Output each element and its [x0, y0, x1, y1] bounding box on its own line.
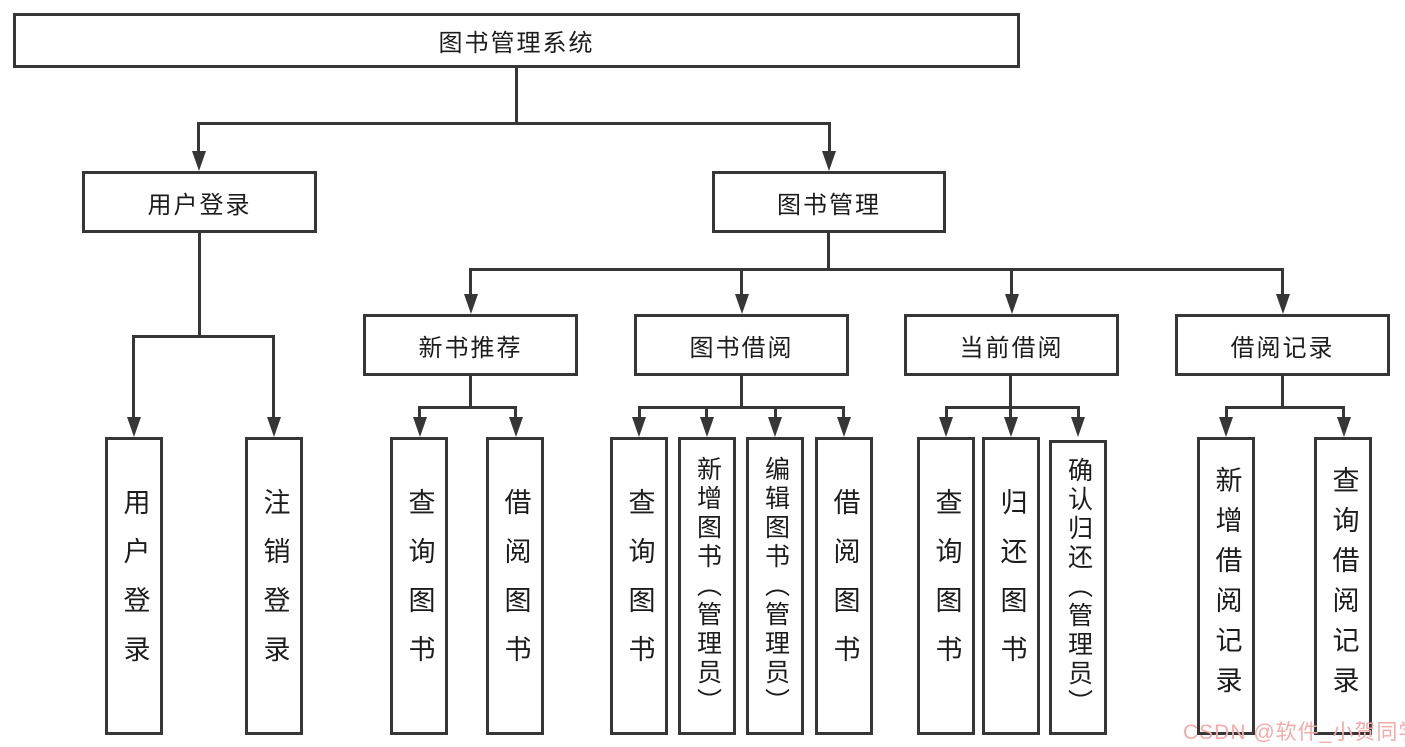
- leaf-return-books-label: 归还图书: [996, 488, 1027, 684]
- arrow-down-icon: [1071, 417, 1085, 437]
- connector-bookmgmt-hline: [469, 268, 1282, 271]
- connector-bookmgmt-shaft: [1281, 268, 1284, 296]
- connector-root-right-shaft: [828, 122, 831, 155]
- connector-current-shaft: [1077, 406, 1080, 419]
- arrow-down-icon: [939, 417, 953, 437]
- leaf-user-login-label: 用户登录: [119, 488, 150, 684]
- connector-userlogin-hline: [132, 335, 275, 338]
- node-root: 图书管理系统: [13, 13, 1020, 68]
- node-new-book-recommend-label: 新书推荐: [418, 334, 523, 362]
- arrow-down-icon: [700, 417, 714, 437]
- leaf-query-borrow-record: 查询借阅记录: [1314, 437, 1372, 735]
- leaf-add-book-admin-label: 新增图书（管理员）: [693, 455, 722, 717]
- leaf-borrow-books-1: 借阅图书: [486, 437, 544, 735]
- connector-bookmgmt-shaft: [469, 268, 472, 296]
- arrow-down-icon: [464, 294, 478, 314]
- connector-root-left-shaft: [197, 122, 200, 155]
- connector-records-shaft: [1225, 406, 1228, 419]
- node-borrow-records-label: 借阅记录: [1230, 334, 1335, 362]
- connector-recommend-hline: [418, 406, 517, 409]
- connector-borrow-shaft: [638, 406, 641, 419]
- node-current-borrow-label: 当前借阅: [959, 334, 1064, 362]
- node-book-management: 图书管理: [712, 171, 946, 233]
- node-root-label: 图书管理系统: [438, 30, 595, 57]
- arrow-down-icon: [1276, 294, 1290, 314]
- connector-root-hline: [197, 122, 831, 125]
- node-book-borrow: 图书借阅: [634, 314, 849, 376]
- connector-userlogin-vline: [198, 233, 201, 335]
- connector-bookmgmt-shaft: [1010, 268, 1013, 296]
- connector-borrow-shaft: [774, 406, 777, 419]
- leaf-add-borrow-record-label: 新增借阅记录: [1211, 466, 1242, 706]
- node-new-book-recommend: 新书推荐: [363, 314, 578, 376]
- connector-current-vline: [1009, 376, 1012, 406]
- leaf-add-borrow-record: 新增借阅记录: [1197, 437, 1255, 735]
- connector-records-shaft: [1342, 406, 1345, 419]
- arrow-down-icon: [1004, 417, 1018, 437]
- leaf-query-books-3-label: 查询图书: [931, 488, 962, 684]
- leaf-borrow-books-2-label: 借阅图书: [829, 488, 860, 684]
- connector-root-vline: [515, 68, 518, 122]
- node-book-borrow-label: 图书借阅: [689, 334, 794, 362]
- connector-current-hline: [945, 406, 1079, 409]
- connector-recommend-vline: [469, 376, 472, 406]
- leaf-query-books-2-label: 查询图书: [624, 488, 655, 684]
- arrow-down-icon: [413, 417, 427, 437]
- arrow-down-icon: [632, 417, 646, 437]
- connector-borrow-vline: [740, 376, 743, 406]
- arrow-down-icon: [1337, 417, 1351, 437]
- leaf-borrow-books-2: 借阅图书: [815, 437, 873, 735]
- arrow-down-icon: [735, 294, 749, 314]
- connector-current-shaft: [1009, 406, 1012, 419]
- connector-borrow-shaft: [842, 406, 845, 419]
- leaf-user-login: 用户登录: [105, 437, 163, 735]
- csdn-watermark: CSDN @软件_小贺同学: [1183, 721, 1405, 744]
- leaf-edit-book-admin: 编辑图书（管理员）: [746, 437, 804, 735]
- arrow-down-icon: [1005, 294, 1019, 314]
- leaf-add-book-admin: 新增图书（管理员）: [678, 437, 736, 735]
- connector-userlogin-shaft: [132, 335, 135, 420]
- leaf-query-books-1: 查询图书: [390, 437, 448, 735]
- arrow-down-icon: [768, 417, 782, 437]
- leaf-borrow-books-1-label: 借阅图书: [500, 488, 531, 684]
- connector-records-vline: [1281, 376, 1284, 406]
- connector-records-hline: [1225, 406, 1344, 409]
- arrow-down-icon: [127, 417, 141, 437]
- leaf-query-books-2: 查询图书: [610, 437, 668, 735]
- arrow-down-icon: [837, 417, 851, 437]
- leaf-return-books: 归还图书: [982, 437, 1040, 735]
- connector-recommend-shaft: [418, 406, 421, 419]
- arrow-down-icon: [192, 151, 206, 171]
- connector-borrow-shaft: [705, 406, 708, 419]
- node-user-login-label: 用户登录: [147, 191, 252, 219]
- node-user-login: 用户登录: [82, 171, 317, 233]
- arrow-down-icon: [1219, 417, 1233, 437]
- arrow-down-icon: [509, 417, 523, 437]
- leaf-edit-book-admin-label: 编辑图书（管理员）: [761, 455, 790, 717]
- connector-bookmgmt-vline: [827, 233, 830, 268]
- node-current-borrow: 当前借阅: [904, 314, 1119, 376]
- leaf-query-borrow-record-label: 查询借阅记录: [1328, 466, 1359, 706]
- connector-bookmgmt-shaft: [740, 268, 743, 296]
- leaf-logout-label: 注销登录: [259, 488, 290, 684]
- leaf-confirm-return-admin: 确认归还（管理员）: [1049, 440, 1107, 735]
- node-borrow-records: 借阅记录: [1175, 314, 1390, 376]
- leaf-query-books-1-label: 查询图书: [404, 488, 435, 684]
- leaf-logout: 注销登录: [245, 437, 303, 735]
- leaf-confirm-return-admin-label: 确认归还（管理员）: [1064, 457, 1093, 718]
- connector-borrow-hline: [638, 406, 845, 409]
- leaf-query-books-3: 查询图书: [917, 437, 975, 735]
- connector-recommend-shaft: [514, 406, 517, 419]
- arrow-down-icon: [822, 151, 836, 171]
- arrow-down-icon: [267, 417, 281, 437]
- connector-current-shaft: [945, 406, 948, 419]
- connector-userlogin-shaft: [272, 335, 275, 420]
- node-book-management-label: 图书管理: [777, 191, 881, 219]
